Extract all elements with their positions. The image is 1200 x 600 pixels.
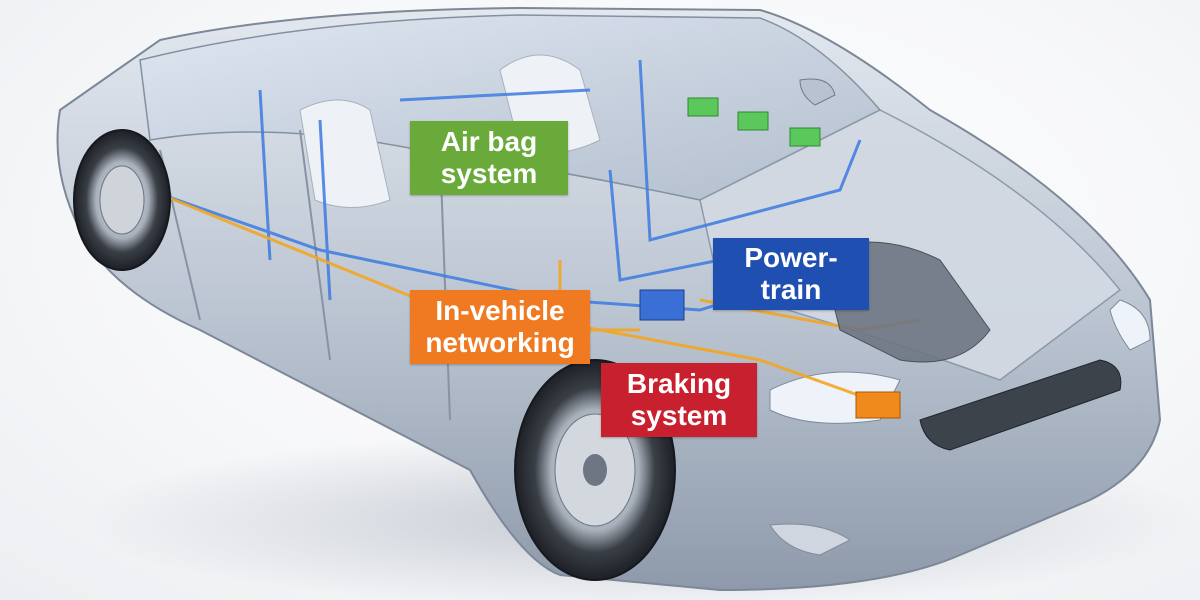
- label-braking-system: Braking system: [601, 363, 757, 437]
- label-in-vehicle-networking: In-vehicle networking: [410, 290, 590, 364]
- ecu-module-icon: [639, 289, 685, 321]
- wheel-icon: [73, 129, 171, 271]
- car-hood: [699, 109, 1122, 381]
- ecu-module-icon: [789, 127, 821, 147]
- label-airbag-system: Air bag system: [410, 121, 568, 195]
- ecu-module-icon: [687, 97, 719, 117]
- headlight: [1109, 299, 1151, 351]
- fog-light: [769, 523, 851, 556]
- ecu-module-icon: [737, 111, 769, 131]
- label-powertrain: Power- train: [713, 238, 869, 310]
- car-grille: [919, 359, 1122, 451]
- side-mirror: [799, 78, 836, 106]
- ecu-module-icon: [855, 391, 901, 419]
